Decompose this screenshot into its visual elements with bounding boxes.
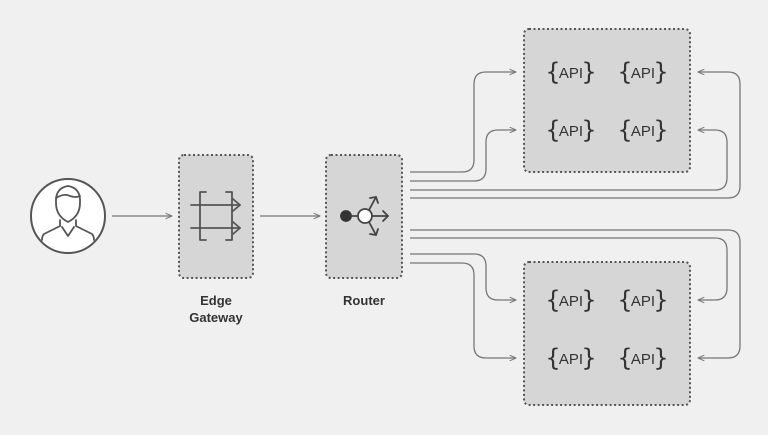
edge-gateway-label-line2: Gateway — [189, 310, 243, 325]
api-label: API — [631, 65, 655, 82]
right-brace-icon: } — [581, 286, 596, 314]
api-group-bottom-box — [523, 261, 691, 406]
api-badge: { API } — [545, 286, 596, 314]
api-badge: { API } — [545, 116, 596, 144]
api-label: API — [631, 351, 655, 368]
left-brace-icon: { — [617, 344, 632, 372]
connectors — [112, 72, 741, 358]
api-label: API — [559, 351, 583, 368]
router-label: Router — [343, 293, 385, 308]
router-node: Router — [325, 154, 403, 308]
edge-gateway-box — [178, 154, 254, 279]
connector-router-to-api-top-row2 — [410, 130, 516, 182]
api-badge: { API } — [617, 58, 668, 86]
router-branch-icon — [340, 196, 389, 236]
api-group-top-box — [523, 28, 691, 173]
right-brace-icon: } — [653, 344, 668, 372]
api-badge: { API } — [617, 116, 668, 144]
connector-return-api-bottom-row1 — [410, 237, 728, 300]
edge-gateway-label-line1: Edge — [200, 293, 232, 308]
api-label: API — [631, 123, 655, 140]
right-brace-icon: } — [581, 116, 596, 144]
api-badge: { API } — [545, 344, 596, 372]
api-label: API — [559, 65, 583, 82]
connector-return-api-bottom-row2 — [410, 229, 741, 358]
left-brace-icon: { — [545, 116, 560, 144]
api-group-bottom: { API } { API } { API } { API } — [523, 261, 691, 406]
right-brace-icon: } — [653, 116, 668, 144]
left-brace-icon: { — [617, 286, 632, 314]
api-label: API — [559, 293, 583, 310]
gateway-arrows-icon — [190, 191, 241, 241]
connector-router-to-api-top-row1 — [410, 72, 516, 173]
connector-router-to-api-bottom-row2 — [410, 262, 516, 358]
right-brace-icon: } — [581, 58, 596, 86]
connector-return-api-top-row1 — [410, 72, 741, 199]
right-brace-icon: } — [581, 344, 596, 372]
api-group-top: { API } { API } { API } { API } — [523, 28, 691, 173]
api-badge: { API } — [545, 58, 596, 86]
api-badge: { API } — [617, 286, 668, 314]
api-badge: { API } — [617, 344, 668, 372]
right-brace-icon: } — [653, 286, 668, 314]
right-brace-icon: } — [653, 58, 668, 86]
left-brace-icon: { — [545, 344, 560, 372]
user-avatar-icon — [30, 178, 106, 254]
left-brace-icon: { — [545, 58, 560, 86]
left-brace-icon: { — [545, 286, 560, 314]
connector-router-to-api-bottom-row1 — [410, 253, 516, 300]
user-node — [30, 178, 106, 254]
left-brace-icon: { — [617, 58, 632, 86]
user-silhouette-icon — [41, 185, 95, 241]
edge-gateway-node: Edge Gateway — [178, 154, 254, 325]
left-brace-icon: { — [617, 116, 632, 144]
api-label: API — [559, 123, 583, 140]
api-label: API — [631, 293, 655, 310]
connector-return-api-top-row2 — [410, 130, 728, 191]
